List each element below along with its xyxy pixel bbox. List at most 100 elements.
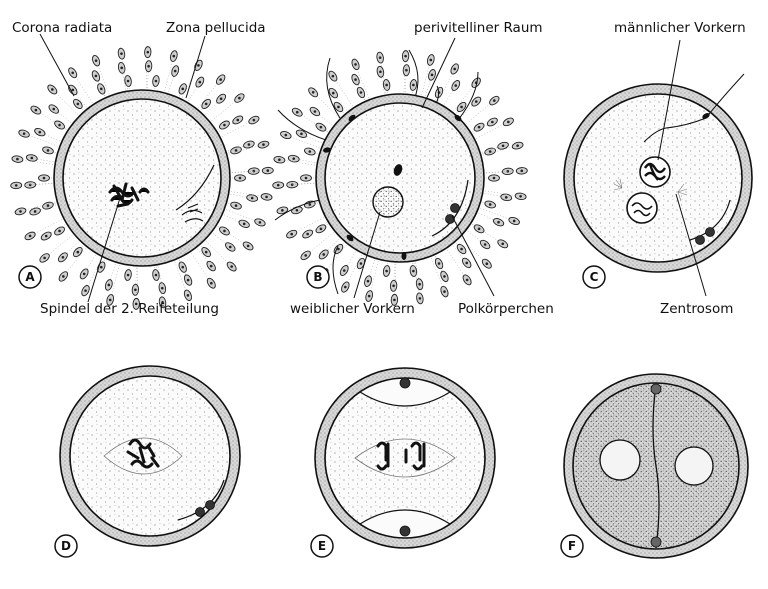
corona-cell-nucleus bbox=[126, 273, 130, 277]
corona-cell-nucleus bbox=[306, 232, 309, 236]
corona-cell-nucleus bbox=[337, 247, 340, 251]
panel-letter-d: D bbox=[61, 539, 71, 553]
corona-cell-nucleus bbox=[497, 220, 500, 224]
corona-cell-nucleus bbox=[412, 83, 415, 87]
panel-letter-a-circle bbox=[18, 265, 42, 289]
corona-cell-nucleus bbox=[342, 269, 346, 272]
panel-letter-b-circle bbox=[306, 265, 330, 289]
corona-cell-nucleus bbox=[295, 110, 299, 114]
corona-cell-nucleus bbox=[161, 286, 164, 290]
nucleus-left-f bbox=[599, 439, 641, 481]
corona-cell-nucleus bbox=[519, 194, 522, 198]
corona-cell-nucleus bbox=[262, 143, 265, 146]
corona-cell-nucleus bbox=[234, 149, 238, 152]
corona-cell-nucleus bbox=[385, 83, 388, 87]
corona-cell-nucleus bbox=[99, 265, 103, 269]
perivitelline-line-c bbox=[689, 199, 731, 241]
corona-cell-nucleus bbox=[465, 261, 469, 265]
panel-letter-c-circle bbox=[582, 265, 606, 289]
sperm-midpiece-c bbox=[702, 113, 710, 119]
corona-cell-nucleus bbox=[366, 279, 370, 283]
sperm-heads-in-zona-b bbox=[323, 114, 462, 260]
corona-cell-nucleus bbox=[84, 289, 87, 292]
leader-perivitelliner bbox=[421, 37, 456, 109]
corona-cell-nucleus bbox=[61, 255, 65, 259]
corona-cell-nucleus bbox=[242, 222, 246, 226]
corona-cell-nucleus bbox=[181, 265, 185, 269]
panel-letter-f: F bbox=[568, 539, 576, 553]
corona-cell-nucleus bbox=[82, 272, 86, 276]
anaphase-chromosomes-e bbox=[376, 441, 426, 471]
corona-cell-nucleus bbox=[209, 264, 213, 268]
corona-cell-nucleus bbox=[46, 149, 50, 152]
corona-cell-nucleus bbox=[107, 283, 111, 287]
corona-cell-nucleus bbox=[19, 210, 22, 213]
corona-cell-nucleus bbox=[58, 229, 61, 233]
corona-cell-nucleus bbox=[322, 253, 326, 256]
polar-bodies-c bbox=[695, 227, 715, 245]
spindle-chromosomes-a bbox=[108, 182, 150, 208]
corona-cell-nucleus bbox=[219, 97, 223, 101]
corona-cell-nucleus bbox=[223, 123, 226, 127]
label-maennlicher-vorkern: männlicher Vorkern bbox=[614, 20, 746, 36]
corona-cell-nucleus bbox=[197, 64, 200, 67]
corona-cell-nucleus bbox=[16, 157, 19, 161]
corona-cell-nucleus bbox=[161, 301, 164, 304]
corona-cell-nucleus bbox=[430, 73, 434, 77]
corona-cell-nucleus bbox=[76, 250, 80, 254]
cytoplasm-b bbox=[326, 104, 474, 252]
leader-corona bbox=[39, 33, 75, 97]
leader-weiblicher bbox=[353, 211, 381, 299]
corona-cell-nucleus bbox=[412, 269, 415, 273]
nucleus-right-f bbox=[674, 446, 714, 486]
cleavage-furrow-f bbox=[652, 383, 660, 549]
corona-cell-nucleus bbox=[186, 294, 190, 297]
corona-cell-nucleus bbox=[172, 54, 176, 58]
corona-cell-nucleus bbox=[44, 234, 48, 238]
label-spindel: Spindel der 2. Reifeteilung bbox=[40, 301, 219, 317]
polar-body-region-a bbox=[181, 203, 204, 223]
perivitelline-line-b bbox=[431, 179, 469, 237]
corona-cell-nucleus bbox=[520, 169, 524, 173]
corona-cell-nucleus bbox=[385, 269, 388, 273]
corona-cell-nucleus bbox=[28, 234, 32, 238]
corona-cell-nucleus bbox=[46, 204, 50, 207]
label-zentrosom: Zentrosom bbox=[660, 301, 733, 317]
panel-letter-f-circle bbox=[560, 534, 584, 558]
corona-cell-nucleus bbox=[28, 183, 32, 187]
corona-cell-nucleus bbox=[379, 70, 382, 74]
corona-cell-nucleus bbox=[501, 144, 505, 148]
corona-cell-nucleus bbox=[62, 275, 65, 278]
corona-cell-nucleus bbox=[219, 78, 222, 81]
label-weiblicher-vorkern: weiblicher Vorkern bbox=[290, 301, 415, 317]
corona-cell-nucleus bbox=[99, 87, 103, 91]
corona-cell-nucleus bbox=[252, 118, 256, 122]
corona-cell-nucleus bbox=[198, 80, 202, 84]
corona-cell-nucleus bbox=[319, 227, 323, 231]
corona-cell-nucleus bbox=[146, 50, 150, 54]
polar-bodies-f bbox=[650, 383, 662, 548]
corona-cell-nucleus bbox=[418, 297, 422, 300]
corona-cell-nucleus bbox=[507, 120, 510, 124]
corona-cell-nucleus bbox=[304, 176, 308, 180]
corona-cell-nucleus bbox=[308, 150, 312, 153]
corona-cell-nucleus bbox=[477, 125, 481, 129]
corona-cell-nucleus bbox=[238, 176, 242, 180]
corona-cell-nucleus bbox=[465, 278, 469, 282]
corona-cell-nucleus bbox=[491, 120, 494, 124]
corona-cell-nucleus bbox=[52, 107, 56, 111]
panel-letter-a: A bbox=[25, 270, 35, 284]
corona-cell-nucleus bbox=[265, 195, 268, 199]
corona-cell-nucleus bbox=[76, 102, 80, 106]
label-corona-radiata: Corona radiata bbox=[12, 20, 112, 36]
panel-letter-e-circle bbox=[310, 534, 334, 558]
corona-cell-nucleus bbox=[474, 100, 478, 103]
corona-radiata-cells-b bbox=[272, 50, 528, 306]
corona-cell-nucleus bbox=[492, 176, 496, 180]
corona-cell-nucleus bbox=[276, 183, 280, 187]
corona-cell-nucleus bbox=[250, 196, 254, 200]
sperm-head-entering-b bbox=[393, 164, 403, 176]
corona-cell-nucleus bbox=[234, 204, 238, 207]
corona-cell-nucleus bbox=[485, 262, 489, 266]
